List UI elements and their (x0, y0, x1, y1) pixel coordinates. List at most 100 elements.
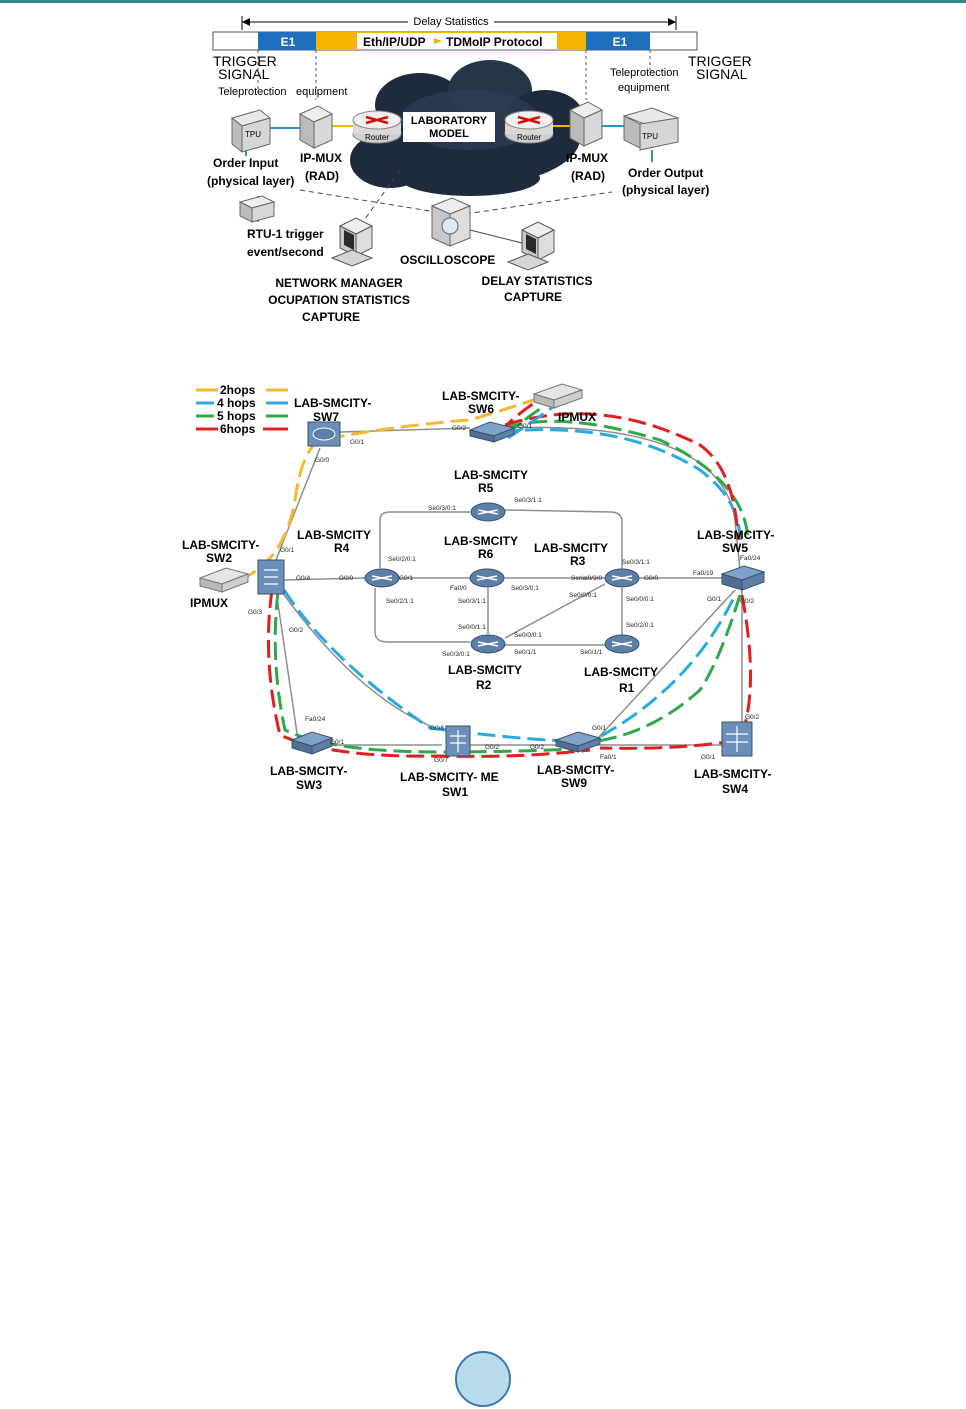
trigger-left-1: TRIGGER (213, 53, 277, 69)
port-label: G0/0 (315, 457, 329, 464)
label-r1-1: LAB-SMCITY (584, 665, 658, 679)
router-r3-icon (604, 568, 640, 588)
order-input-1: Order Input (213, 156, 278, 170)
router-icons (307, 421, 640, 654)
label-sw7-2: SW7 (313, 410, 339, 424)
port-label: G0/3 (248, 609, 262, 616)
router-right-icon: Router (504, 110, 554, 144)
port-label: Serial0/3/0 (571, 575, 602, 582)
port-label: Se0/1/1 (514, 649, 537, 656)
label-sw3-2: SW3 (296, 778, 322, 792)
port-label: Se0/1/1 (580, 649, 603, 656)
label-ipmux-left: IPMUX (190, 596, 228, 610)
switch-sw4-icon (721, 721, 753, 757)
router-r5-icon (470, 502, 506, 522)
label-sw5-2: SW5 (722, 541, 748, 555)
label-sw4-2: SW4 (722, 782, 748, 796)
protocol-bar: E1 E1 Eth/IP/UDP TDMoIP Protocol (212, 31, 698, 51)
hops-legend: 2hops 4 hops 5 hops 6hops (196, 383, 288, 436)
switch-sw1-icon (445, 725, 471, 757)
switch-sw6-icon (468, 421, 516, 443)
label-r5-1: LAB-SMCITY (454, 468, 528, 482)
label-ipmux-top: IPMUX (558, 410, 596, 424)
e1-right-label: E1 (613, 35, 628, 49)
rtu-device (238, 195, 276, 223)
port-label: Se0/2/0:1 (626, 622, 654, 629)
port-label: Se0/0/0:1 (569, 592, 597, 599)
port-label: G0/2 (452, 425, 466, 432)
tpu-right: TPU (622, 107, 680, 151)
label-sw7-1: LAB-SMCITY- (294, 396, 371, 410)
port-label: G0/2 (745, 714, 759, 721)
port-label: G0/2 (289, 627, 303, 634)
label-r3-2: R3 (570, 554, 586, 568)
tpu-left: TPU (230, 109, 272, 154)
port-label: G0/2 (530, 744, 544, 751)
label-sw1-2: SW1 (442, 785, 468, 799)
port-label: G0/7 (434, 757, 448, 764)
ipmux-left-2: (RAD) (305, 169, 339, 183)
hop-paths (239, 390, 753, 758)
port-label: Se0/3/1:1 (514, 497, 542, 504)
port-label: Fa0/24 (740, 555, 761, 562)
router-r4-icon (364, 568, 400, 588)
port-label: G0/2 (485, 744, 499, 751)
trigger-left-2: SIGNAL (218, 66, 270, 82)
legend-4hops: 4 hops (217, 396, 256, 410)
router-left-icon: Router (352, 110, 402, 144)
label-sw6-1: LAB-SMCITY- (442, 389, 519, 403)
port-label: Se0/3/0:1 (442, 651, 470, 658)
ipmux-left-device (198, 567, 250, 593)
router-r6-icon (469, 568, 505, 588)
port-label: G0/1 (592, 725, 606, 732)
router-r2-icon (470, 634, 506, 654)
network-manager-1: NETWORK MANAGER (275, 276, 403, 290)
label-sw1-1: LAB-SMCITY- ME (400, 770, 499, 784)
port-label: Fa0/0 (450, 585, 467, 592)
port-label: G0/4 (296, 575, 310, 582)
port-label: G0/1 (350, 439, 364, 446)
label-r2-1: LAB-SMCITY (448, 663, 522, 677)
port-label: Fa0/19 (693, 570, 714, 577)
trigger-right-1: TRIGGER (688, 53, 752, 69)
legend-6hops: 6hops (220, 422, 256, 436)
switch-icons (257, 421, 766, 757)
label-r1-2: R1 (619, 681, 635, 695)
ipmux-right-device (568, 101, 604, 147)
delay-statistics-computer-icon (506, 221, 556, 271)
oscilloscope-icon (430, 197, 472, 247)
port-label: Se0/3/0:1 (428, 505, 456, 512)
network-manager-3: CAPTURE (302, 310, 360, 324)
switch-sw2-icon (257, 559, 285, 595)
port-labels: G0/1 G0/0 G0/2 G0/1 Se0/3/0:1 Se0/3/1:1 … (248, 423, 761, 764)
label-sw4-1: LAB-SMCITY- (694, 767, 771, 781)
teleprotection-left: Teleprotection (218, 86, 287, 98)
label-r4-2: R4 (334, 541, 350, 555)
port-label: G0/1 (399, 575, 413, 582)
port-label: Fa0/1 (600, 754, 617, 761)
monitoring-links (299, 169, 613, 227)
delay-statistics-arrow: Delay Statistics (241, 14, 677, 30)
dashed-drop-lines (257, 50, 651, 100)
router-left-label: Router (365, 133, 389, 142)
e1-left-label: E1 (281, 35, 296, 49)
label-sw9-1: LAB-SMCITY- (537, 763, 614, 777)
port-label: Se0/3/0:1 (511, 585, 539, 592)
tpu-left-label: TPU (245, 130, 261, 139)
legend-5hops: 5 hops (217, 409, 256, 423)
switch-sw9-icon (554, 731, 602, 753)
tdmoip-label: TDMoIP Protocol (446, 35, 542, 49)
port-label: G0/0 (644, 575, 658, 582)
rtu-label-1: RTU-1 trigger (247, 227, 324, 241)
oscilloscope-label: OSCILLOSCOPE (400, 253, 495, 267)
port-label: G0/1 (280, 547, 294, 554)
label-r6-1: LAB-SMCITY (444, 534, 518, 548)
label-r4-1: LAB-SMCITY (297, 528, 371, 542)
delay-statistics-capture-1: DELAY STATISTICS (482, 274, 593, 288)
port-label: Se0/2/1:1 (386, 598, 414, 605)
ipmux-right-1: IP-MUX (566, 151, 608, 165)
network-manager-2: OCUPATION STATISTICS (268, 293, 410, 307)
label-sw9-2: SW9 (561, 776, 587, 790)
eth-ip-udp-label: Eth/IP/UDP (363, 35, 426, 49)
port-label: G0/1 (707, 596, 721, 603)
